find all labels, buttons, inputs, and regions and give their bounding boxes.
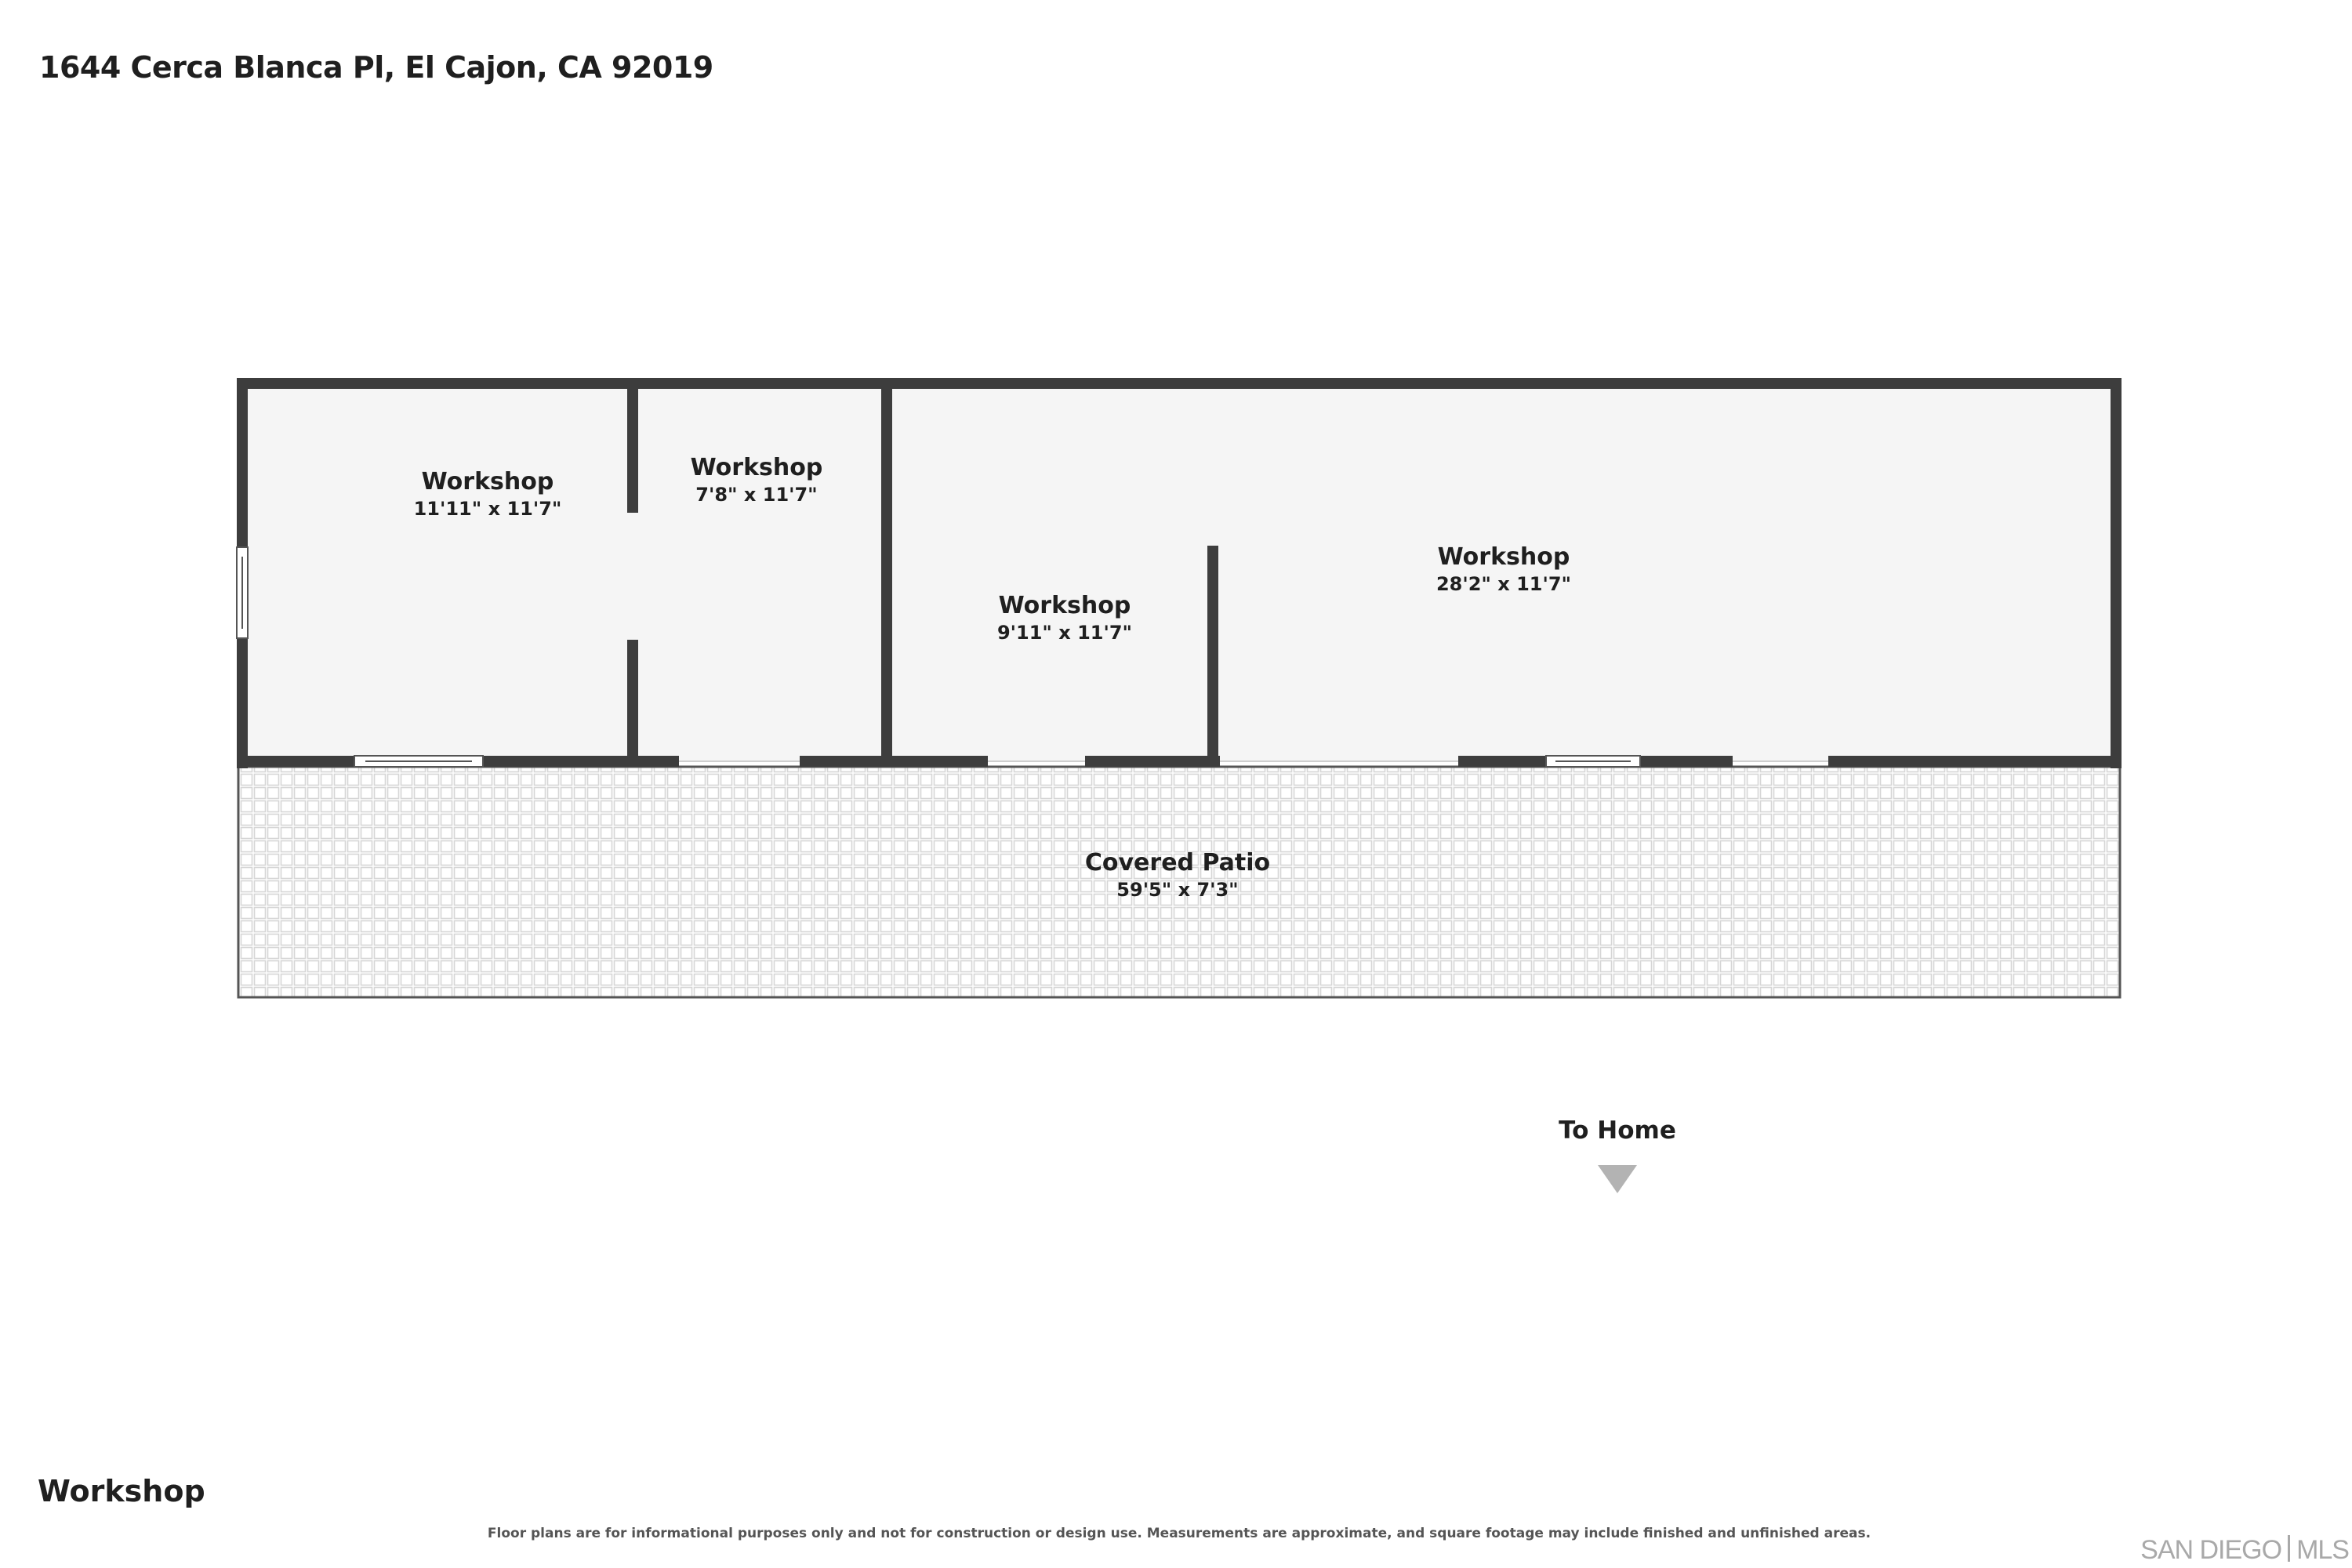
interior-wall-1-upper <box>627 378 638 513</box>
logo-text-left: SAN DIEGO <box>2140 1535 2282 1565</box>
san-diego-mls-logo: SAN DIEGO MLS <box>2140 1535 2350 1566</box>
room-name: Workshop <box>421 468 554 495</box>
room-dimensions: 28'2" x 11'7" <box>1436 573 1572 595</box>
window-bottom-right <box>1545 755 1641 768</box>
disclaimer-text: Floor plans are for informational purpos… <box>487 1526 1871 1541</box>
room-name: Covered Patio <box>1084 849 1271 877</box>
room-dimensions: 59'5" x 7'3" <box>1116 879 1239 901</box>
wall-bottom-5 <box>1458 756 1546 767</box>
wall-bottom-1 <box>237 756 354 767</box>
interior-wall-1-lower <box>627 640 638 767</box>
logo-divider <box>2288 1535 2291 1562</box>
wall-top <box>237 378 2122 389</box>
interior-wall-2 <box>881 378 892 767</box>
logo-text-right: MLS <box>2296 1535 2350 1565</box>
wall-right <box>2111 378 2122 768</box>
window-bottom-left <box>354 755 484 768</box>
room-label-workshop-3: Workshop 9'11" x 11'7" <box>997 591 1132 644</box>
wall-bottom-7 <box>1828 756 2122 767</box>
workshop-floor <box>243 384 2117 760</box>
window-left-wall <box>236 546 249 639</box>
wall-bottom-4 <box>1085 756 1220 767</box>
floor-title: Workshop <box>38 1474 205 1508</box>
room-label-covered-patio: Covered Patio 59'5" x 7'3" <box>1085 848 1270 902</box>
wall-bottom-3 <box>800 756 988 767</box>
room-label-workshop-1: Workshop 11'11" x 11'7" <box>414 467 562 521</box>
property-address: 1644 Cerca Blanca Pl, El Cajon, CA 92019 <box>39 50 713 85</box>
wall-bottom-6 <box>1640 756 1733 767</box>
room-label-workshop-2: Workshop 7'8" x 11'7" <box>691 453 823 506</box>
interior-wall-3 <box>1207 546 1218 767</box>
room-dimensions: 9'11" x 11'7" <box>996 622 1133 644</box>
room-dimensions: 11'11" x 11'7" <box>413 498 562 520</box>
room-label-workshop-4: Workshop 28'2" x 11'7" <box>1436 543 1571 596</box>
room-name: Workshop <box>690 454 823 481</box>
triangle-down-icon <box>1598 1165 1637 1193</box>
room-name: Workshop <box>1437 543 1570 571</box>
wall-bottom-2 <box>483 756 679 767</box>
room-dimensions: 7'8" x 11'7" <box>695 484 818 506</box>
covered-patio-area <box>237 765 2122 999</box>
to-home-label: To Home <box>1559 1116 1676 1145</box>
room-name: Workshop <box>998 592 1131 619</box>
